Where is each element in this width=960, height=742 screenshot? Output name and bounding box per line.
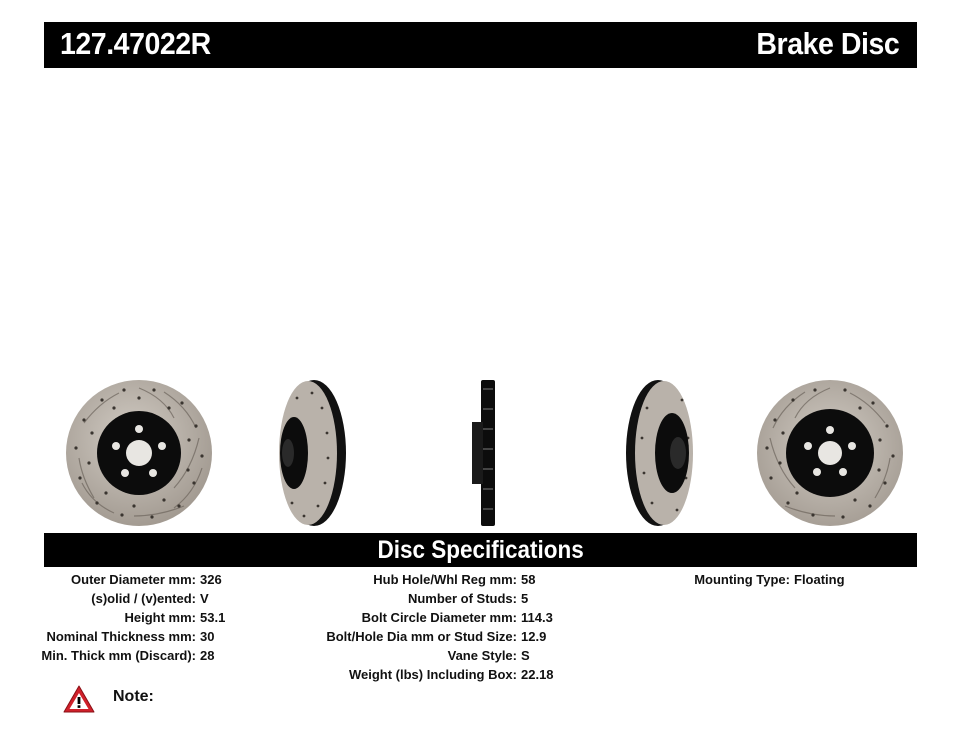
disc-front-view (66, 380, 212, 526)
spec-value: 28 (200, 648, 215, 663)
spec-value: 326 (200, 572, 222, 587)
spec-label: Nominal Thickness mm: (46, 629, 196, 644)
spec-label: Weight (lbs) Including Box: (348, 667, 517, 682)
product-type: Brake Disc (756, 26, 899, 61)
spec-row: Height mm:53.1 (0, 608, 226, 627)
spec-label: Vane Style: (447, 648, 517, 663)
spec-row: Bolt/Hole Dia mm or Stud Size: 12.9 (300, 627, 546, 646)
spec-value: 22.18 (521, 667, 554, 682)
spec-title-bar: Disc Specifications (44, 533, 917, 567)
spec-row: Number of Studs: 5 (300, 589, 528, 608)
spec-row: Hub Hole/Whl Reg mm: 58 (300, 570, 535, 589)
spec-column-2: Hub Hole/Whl Reg mm: 58 Number of Studs: 5… (300, 570, 554, 684)
spec-value: 114.3 (521, 610, 553, 625)
spec-label: Height mm: (124, 610, 197, 625)
spec-row: (s)olid / (v)ented: V (0, 589, 208, 608)
spec-value: 53.1 (200, 610, 226, 625)
spec-value: 58 (521, 572, 536, 587)
spec-label: Min. Thick mm (Discard): (41, 648, 196, 663)
spec-value: V (200, 591, 209, 606)
spec-row: Nominal Thickness mm: 30 (0, 627, 214, 646)
header-bar: 127.47022R Brake Disc (44, 22, 917, 68)
spec-value: 30 (200, 629, 215, 644)
spec-value: 5 (521, 591, 529, 606)
disc-views (44, 370, 917, 535)
spec-column-1: Outer Diameter mm: 326 (s)olid / (v)ented… (0, 570, 226, 665)
disc-angled-view-left (279, 380, 346, 526)
disc-angled-view-right (626, 380, 693, 526)
spec-row: Weight (lbs) Including Box: 22.18 (300, 665, 554, 684)
spec-row: Min. Thick mm (Discard): 28 (0, 646, 214, 665)
spec-column-3: Mounting Type: Floating (640, 570, 844, 589)
spec-value: S (521, 648, 530, 663)
disc-side-view (472, 380, 495, 526)
spec-label: Number of Studs: (407, 591, 517, 606)
spec-row: Outer Diameter mm: 326 (0, 570, 222, 589)
spec-label: Hub Hole/Whl Reg mm: (373, 572, 517, 587)
spec-label: Mounting Type: (694, 572, 790, 587)
disc-back-view (757, 380, 903, 526)
spec-label: Bolt/Hole Dia mm or Stud Size: (326, 629, 517, 644)
spec-row: Mounting Type: Floating (640, 570, 844, 589)
spec-row: Vane Style: S (300, 646, 530, 665)
spec-label: Outer Diameter mm: (71, 572, 196, 587)
spec-row: Bolt Circle Diameter mm: 114.3 (300, 608, 553, 627)
spec-label: (s)olid / (v)ented: (91, 591, 196, 606)
warning-triangle-icon (63, 685, 95, 713)
spec-title: Disc Specifications (377, 536, 584, 564)
part-number: 127.47022R (60, 26, 211, 61)
spec-value: 12.9 (521, 629, 547, 644)
note-label: Note: (113, 688, 154, 705)
spec-value: Floating (794, 572, 845, 587)
spec-label: Bolt Circle Diameter mm: (361, 610, 517, 625)
